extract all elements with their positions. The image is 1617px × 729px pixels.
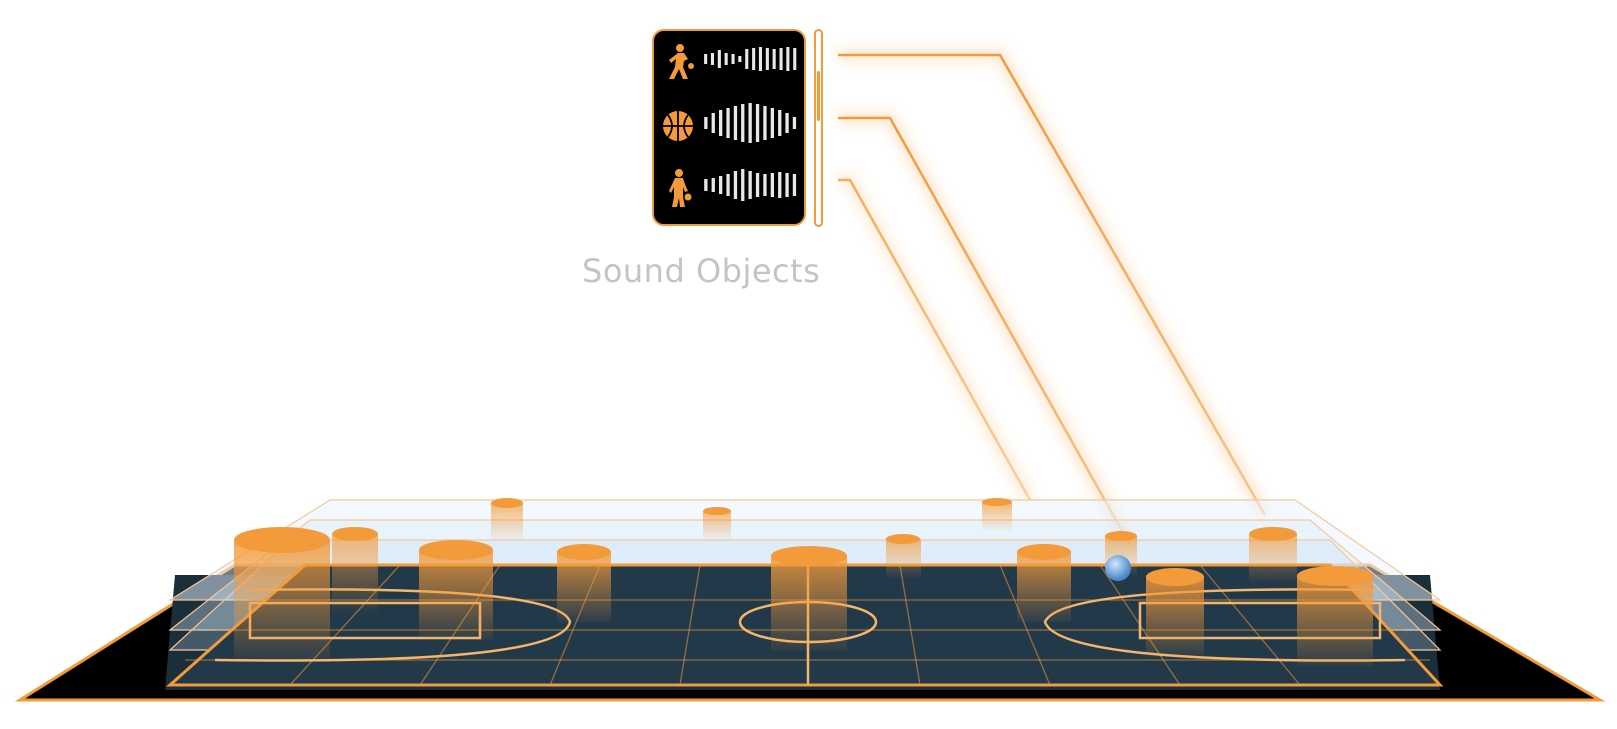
cylinder xyxy=(491,498,523,543)
cylinder xyxy=(234,527,330,660)
basketball-icon xyxy=(663,111,693,141)
waveform-bar xyxy=(719,110,723,136)
beam-player-1 xyxy=(838,53,1267,516)
waveform-bar xyxy=(724,53,728,65)
waveform-bar xyxy=(785,113,789,133)
ball-marker xyxy=(1105,555,1131,581)
waveform-bar xyxy=(763,174,767,196)
waveform-bar xyxy=(717,50,721,68)
beam-player-2 xyxy=(838,178,1032,501)
connector-beams xyxy=(838,49,1271,548)
waveform-bar xyxy=(733,106,738,140)
scrollbar-thumb[interactable] xyxy=(817,71,820,121)
waveform-bar xyxy=(741,104,745,142)
cylinder xyxy=(1249,527,1297,584)
waveform xyxy=(704,169,797,201)
waveform-bar xyxy=(765,48,769,70)
waveform-bar xyxy=(719,176,723,194)
waveform-bar xyxy=(770,108,774,138)
waveform-bar xyxy=(755,104,760,142)
waveform-bar xyxy=(778,110,782,136)
waveform-bar xyxy=(755,173,760,197)
waveform-bar xyxy=(745,49,749,69)
waveform-bar xyxy=(779,48,783,70)
sound-object-row[interactable] xyxy=(662,101,800,145)
cylinder xyxy=(419,540,493,640)
cylinder xyxy=(1146,568,1204,657)
sound-object-row[interactable] xyxy=(662,163,800,207)
waveform-bar xyxy=(704,117,708,129)
sound-objects-panel xyxy=(652,29,806,226)
player-dribbling-icon xyxy=(669,169,692,207)
waveform-bar xyxy=(704,54,708,64)
waveform-bar xyxy=(748,171,752,199)
waveform-bar xyxy=(711,113,715,133)
cylinder xyxy=(703,507,731,541)
scrollbar[interactable] xyxy=(814,29,823,227)
waveform-bar xyxy=(711,178,715,192)
waveform-bar xyxy=(786,47,790,71)
waveform-bar xyxy=(758,47,762,71)
waveform-bar xyxy=(726,108,730,138)
beam-ball xyxy=(838,116,1132,546)
waveform-bar xyxy=(763,106,767,140)
cylinder xyxy=(771,546,847,651)
waveform-bar xyxy=(792,174,797,196)
waveform-bar xyxy=(748,103,752,143)
waveform-bar xyxy=(772,49,776,69)
cylinder xyxy=(332,527,378,614)
waveform-bar xyxy=(704,179,708,191)
cylinder xyxy=(1017,544,1071,622)
cylinder xyxy=(1297,566,1373,666)
waveform-bar xyxy=(778,172,782,198)
waveform xyxy=(704,47,797,71)
waveform-bar xyxy=(741,169,745,201)
player-running-icon xyxy=(669,44,694,79)
waveform-bar xyxy=(733,171,738,199)
waveform-bar xyxy=(785,173,789,197)
cylinder xyxy=(982,498,1012,532)
cylinder xyxy=(557,544,611,622)
waveform-bar xyxy=(752,48,756,70)
waveform-bar xyxy=(731,54,735,64)
cylinder xyxy=(886,534,921,579)
waveform-bar xyxy=(793,48,797,70)
sound-object-row[interactable] xyxy=(662,37,800,81)
waveform-bar xyxy=(738,56,742,62)
waveform xyxy=(704,103,797,143)
diagram-caption: Sound Objects xyxy=(582,252,821,290)
waveform-bar xyxy=(726,174,730,196)
waveform-bar xyxy=(770,173,774,197)
sound-cylinders xyxy=(234,498,1373,666)
waveform-bar xyxy=(710,53,714,65)
waveform-bar xyxy=(792,117,797,129)
